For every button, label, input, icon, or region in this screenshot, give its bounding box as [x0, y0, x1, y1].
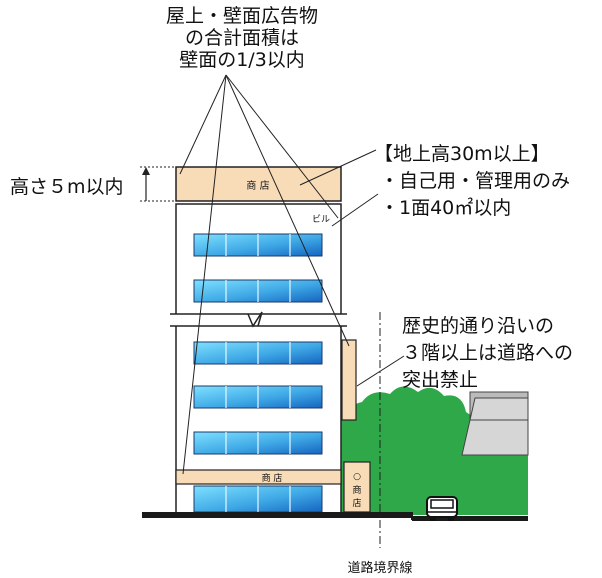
ground-sign-label: 商 店	[262, 472, 283, 484]
projecting-sign	[341, 339, 357, 421]
rooftop-sign	[175, 166, 342, 202]
break-mark	[170, 311, 347, 328]
top-caption-line-1: 屋上・壁面広告物	[166, 5, 318, 27]
building-label: ビル	[312, 214, 330, 225]
ground-sign	[175, 469, 342, 485]
height-label: 高さ５m以内	[10, 176, 124, 198]
right-mid-line-3: 突出禁止	[402, 369, 478, 391]
right-mid-line-2: ３階以上は道路への	[402, 342, 573, 364]
standing-sign	[343, 461, 371, 513]
rooftop-sign-label: 商 店	[246, 179, 269, 192]
right-mid-line-1: 歴史的通り沿いの	[402, 315, 554, 337]
windows	[193, 233, 323, 513]
right-leaders	[299, 149, 405, 387]
right-top-line-2: ・自己用・管理用のみ	[380, 170, 570, 192]
height-dimension	[140, 166, 176, 202]
ground-line	[142, 512, 528, 521]
distant-building	[461, 391, 529, 456]
car-icon	[426, 496, 458, 521]
standing-sign-char-2: 店	[352, 497, 361, 509]
standing-sign-circle: ○	[353, 472, 361, 482]
top-caption-line-3: 壁面の1/3以内	[179, 49, 305, 71]
right-top-line-3: ・1面40㎡以内	[380, 196, 511, 219]
top-caption-line-2: の合計面積は	[185, 27, 299, 49]
caption-leaders	[179, 74, 350, 475]
road-boundary-label: 道路境界線	[347, 560, 412, 576]
standing-sign-char-1: 商	[352, 484, 361, 496]
right-top-line-1: 【地上高30m以上】	[374, 143, 550, 165]
